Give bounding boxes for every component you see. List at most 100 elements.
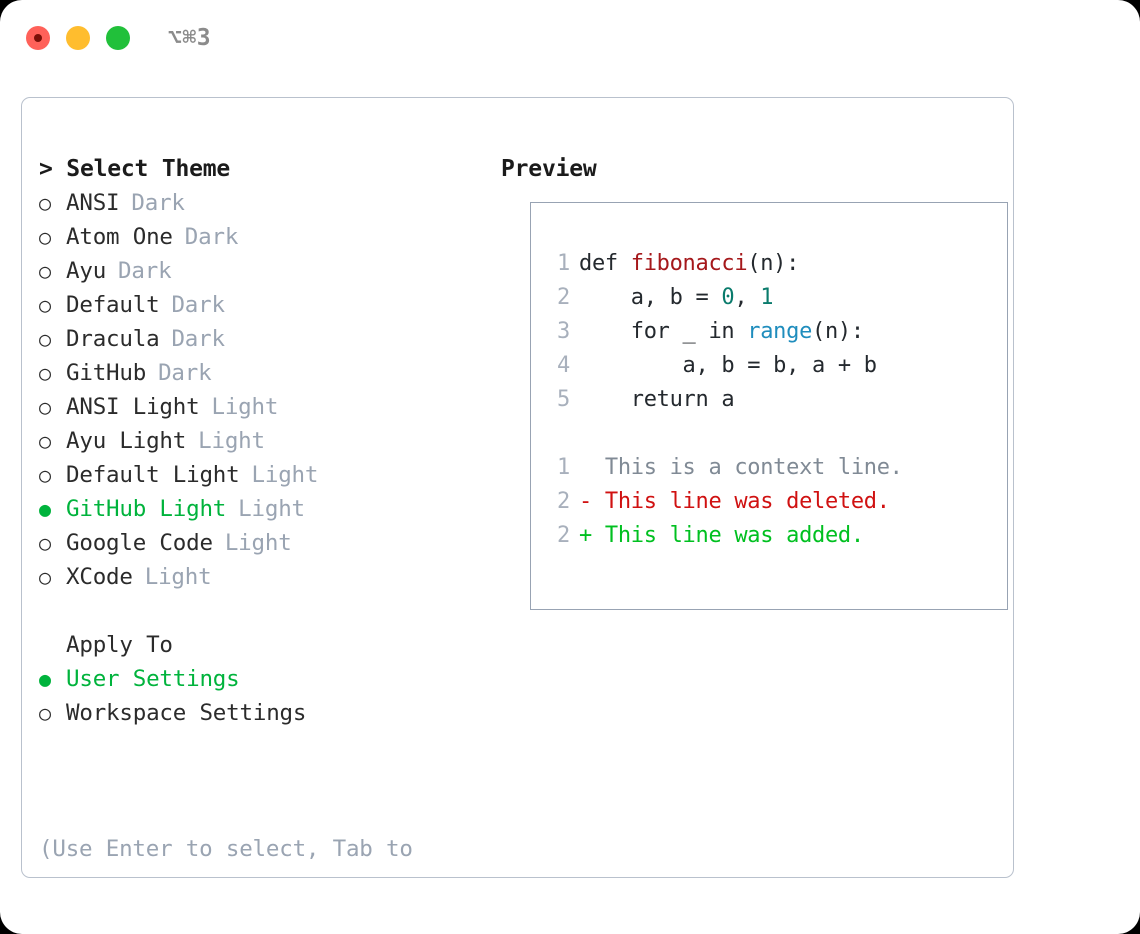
minimize-button[interactable] <box>66 26 90 50</box>
diff-line-text: + This line was added. <box>579 523 864 548</box>
code-diff-separator <box>546 417 1001 451</box>
theme-option-label: Default <box>66 292 160 318</box>
theme-option-github-light[interactable]: ● GitHub Light Light <box>39 492 489 526</box>
radio-selected-icon: ● <box>39 667 51 691</box>
code-line-number: 4 <box>557 353 570 378</box>
code-token-plain: (n): <box>747 251 800 276</box>
preview-title: Preview <box>501 156 597 182</box>
code-line-text: a, b = b, a + b <box>570 349 878 383</box>
apply-to-option-workspace-settings[interactable]: ○Workspace Settings <box>39 696 489 730</box>
radio-unselected-icon: ○ <box>39 259 51 283</box>
code-token-num: 0 <box>721 285 735 310</box>
theme-option-label: Ayu <box>66 258 107 284</box>
code-token-num: 1 <box>760 285 774 310</box>
code-line: 5 return a <box>546 383 1001 417</box>
theme-option-tag: Dark <box>184 224 239 250</box>
radio-selected-icon: ● <box>39 497 51 521</box>
code-line-text: def fibonacci(n): <box>570 247 799 281</box>
code-line-text: a, b = 0, 1 <box>570 281 774 315</box>
theme-option-label: ANSI <box>66 190 120 216</box>
radio-unselected-icon: ○ <box>39 361 51 385</box>
radio-unselected-icon: ○ <box>39 429 51 453</box>
radio-unselected-icon: ○ <box>39 463 51 487</box>
theme-option-label: XCode <box>66 564 133 590</box>
theme-option-tag: Light <box>144 564 212 590</box>
select-theme-header: > Select Theme <box>39 156 231 182</box>
code-line: 4 a, b = b, a + b <box>546 349 1001 383</box>
code-line-number: 1 <box>557 251 570 276</box>
title-bar: ⌥⌘3 <box>0 0 1140 76</box>
theme-option-tag: Dark <box>131 190 185 216</box>
radio-unselected-icon: ○ <box>39 395 51 419</box>
close-button[interactable] <box>26 26 50 50</box>
radio-unselected-icon: ○ <box>39 701 51 725</box>
theme-option-label: Default Light <box>66 462 240 488</box>
theme-option-ansi[interactable]: ○ ANSI Dark <box>39 186 489 220</box>
theme-option-default[interactable]: ○ Default Dark <box>39 288 489 322</box>
keyboard-hint: (Use Enter to select, Tab to change focu… <box>39 764 489 934</box>
diff-line-text: This is a context line. <box>579 455 903 480</box>
theme-option-tag: Light <box>251 462 319 488</box>
code-token-plain: a, b = <box>579 285 722 310</box>
diff-line-add: 2+ This line was added. <box>546 519 1001 553</box>
code-line: 2 a, b = 0, 1 <box>546 281 1001 315</box>
theme-option-tag: Light <box>224 530 292 556</box>
theme-option-tag: Light <box>211 394 279 420</box>
apply-to-list[interactable]: ● User Settings ○Workspace Settings <box>39 662 489 730</box>
theme-option-xcode[interactable]: ○ XCode Light <box>39 560 489 594</box>
theme-option-label: GitHub <box>66 360 147 386</box>
theme-option-label: Atom One <box>66 224 173 250</box>
code-token-plain: return a <box>579 387 735 412</box>
code-line-text: for _ in range(n): <box>570 315 864 349</box>
keyboard-hint-line-1: (Use Enter to select, Tab to <box>39 836 413 862</box>
code-token-plain: a, b = b, a + b <box>579 353 878 378</box>
code-line-number: 2 <box>557 285 570 310</box>
radio-unselected-icon: ○ <box>39 191 51 215</box>
theme-option-tag: Light <box>198 428 265 454</box>
diff-line-ctx: 1 This is a context line. <box>546 451 1001 485</box>
theme-option-google-code[interactable]: ○ Google Code Light <box>39 526 489 560</box>
diff-line-text: - This line was deleted. <box>579 489 890 514</box>
code-token-func: fibonacci <box>630 251 748 276</box>
theme-option-label: Google Code <box>66 530 213 556</box>
radio-unselected-icon: ○ <box>39 293 51 317</box>
code-token-plain: def <box>579 251 631 276</box>
apply-to-option-user-settings[interactable]: ● User Settings <box>39 662 489 696</box>
code-token-plain: (n): <box>812 319 864 344</box>
radio-unselected-icon: ○ <box>39 565 51 589</box>
theme-option-tag: Light <box>238 496 305 522</box>
code-line: 3 for _ in range(n): <box>546 315 1001 349</box>
diff-line-del: 2 - This line was deleted. <box>546 485 1001 519</box>
apply-to-option-label: User Settings <box>66 666 240 692</box>
radio-unselected-icon: ○ <box>39 531 51 555</box>
apply-to-header: Apply To <box>66 632 173 658</box>
theme-option-default-light[interactable]: ○ Default Light Light <box>39 458 489 492</box>
code-line-number: 5 <box>557 387 570 412</box>
radio-unselected-icon: ○ <box>39 225 51 249</box>
theme-option-github[interactable]: ○ GitHub Dark <box>39 356 489 390</box>
theme-option-tag: Dark <box>171 292 225 318</box>
theme-option-ayu[interactable]: ○ Ayu Dark <box>39 254 489 288</box>
radio-unselected-icon: ○ <box>39 327 51 351</box>
code-token-plain: , <box>734 285 761 310</box>
theme-option-tag: Dark <box>118 258 172 284</box>
diff-line-number: 2 <box>557 489 570 514</box>
keyboard-shortcut-label: ⌥⌘3 <box>168 25 212 51</box>
theme-option-label: GitHub Light <box>66 496 227 522</box>
theme-option-tag: Dark <box>171 326 225 352</box>
diff-sample: 1 This is a context line. 2 - This line wa… <box>546 451 1001 553</box>
theme-option-tag: Dark <box>158 360 212 386</box>
theme-option-ansi-light[interactable]: ○ ANSI Light Light <box>39 390 489 424</box>
maximize-button[interactable] <box>106 26 130 50</box>
theme-option-atom-one[interactable]: ○ Atom One Dark <box>39 220 489 254</box>
theme-option-label: ANSI Light <box>66 394 200 420</box>
diff-line-number: 1 <box>557 455 570 480</box>
